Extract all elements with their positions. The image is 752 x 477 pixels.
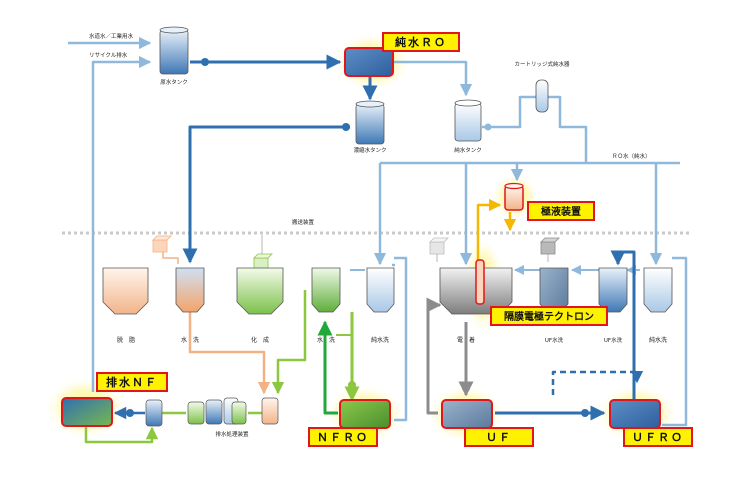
membrane-electrode <box>475 259 485 305</box>
svg-text:極液装置: 極液装置 <box>541 205 581 218</box>
cartridge-purifier <box>535 79 549 113</box>
uf-rinse1-tank <box>539 267 569 313</box>
pure-water-tank-label: 純水タンク <box>454 146 482 154</box>
callout-uf: ＵＦ <box>464 427 534 447</box>
electrode-liquid-tank <box>504 182 524 211</box>
degrease-label: 脱 脂 <box>117 336 135 344</box>
electrodeposit-label: 電 着 <box>457 336 475 344</box>
callout-membrane-electrode: 隔膜電極テクトロン <box>490 306 608 326</box>
concentrate-tank-label: 濃縮水タンク <box>353 146 386 154</box>
dosing-cube-gray2 <box>540 237 560 255</box>
degrease-tank <box>102 267 149 315</box>
callout-electrode-liquid: 極液装置 <box>527 201 595 221</box>
rinse2-label: 水 洗 <box>317 336 335 344</box>
uf-rinse1-label: UF水洗 <box>545 336 564 344</box>
callout-nfro: ＮＦＲＯ <box>308 427 378 447</box>
chemical-label: 化 成 <box>251 336 269 344</box>
svg-text:ＵＦ: ＵＦ <box>486 431 512 444</box>
uf-rinse2-tank <box>598 267 628 313</box>
pure-rinse1-label: 純水洗 <box>371 336 389 344</box>
city-water-label: 水道水／工業用水 <box>89 32 134 40</box>
raw-water-tank-label: 原水タンク <box>160 78 188 86</box>
callout-pure-ro: 純水ＲＯ <box>382 32 460 52</box>
raw-water-tank <box>159 26 189 75</box>
uf-rinse2-label: UF水洗 <box>604 336 623 344</box>
cartridge-purifier-label: カートリッジ式純水器 <box>514 60 570 68</box>
callout-ufro: ＵＦＲＯ <box>623 427 693 447</box>
dosing-cube-orange <box>152 235 172 253</box>
nf-buffer-tank <box>145 399 163 427</box>
drain-nf-unit <box>61 397 113 427</box>
drain-treatment-tanks <box>187 397 279 425</box>
conveyor-label: 搬送装置 <box>292 218 315 226</box>
chemical-tank <box>236 267 284 315</box>
pure-rinse2-label: 純水洗 <box>649 336 667 344</box>
uf-unit <box>441 399 493 429</box>
rinse2-tank <box>311 267 341 313</box>
pure-ro-unit <box>344 47 394 77</box>
ro-water-label: ＲＯ水（純水） <box>612 152 651 160</box>
rinse1-tank <box>175 267 205 313</box>
svg-text:排水ＮＦ: 排水ＮＦ <box>106 375 158 389</box>
svg-text:ＮＦＲＯ: ＮＦＲＯ <box>317 431 369 444</box>
nfro-unit <box>339 399 391 429</box>
drain-treatment-label: 排水処理装置 <box>215 430 249 438</box>
recycle-drain-label: リサイクル排水 <box>89 51 128 59</box>
callout-drain-nf: 排水ＮＦ <box>96 372 168 392</box>
ufro-unit <box>609 399 661 429</box>
rinse1-label: 水 洗 <box>181 336 199 344</box>
pure-rinse1-tank <box>366 267 395 313</box>
concentrate-tank <box>355 100 385 145</box>
svg-text:隔膜電極テクトロン: 隔膜電極テクトロン <box>504 310 594 323</box>
svg-text:純水ＲＯ: 純水ＲＯ <box>395 35 447 49</box>
pure-water-tank <box>454 99 482 142</box>
dosing-cube-gray1 <box>429 237 449 255</box>
pure-rinse2-tank <box>643 267 673 313</box>
svg-text:ＵＦＲＯ: ＵＦＲＯ <box>632 431 684 444</box>
